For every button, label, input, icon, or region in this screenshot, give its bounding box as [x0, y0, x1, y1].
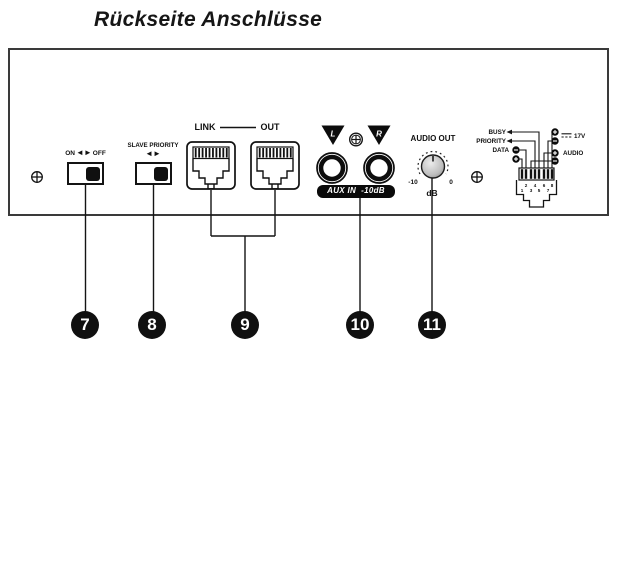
screw-center-icon [349, 132, 364, 147]
audio-plus-icon [550, 148, 560, 158]
svg-text:4: 4 [534, 183, 537, 188]
knob-tick-arc [417, 150, 449, 175]
svg-text:2: 2 [525, 183, 528, 188]
svg-text:8: 8 [551, 183, 554, 188]
power-on-label: ON [65, 149, 75, 157]
busy-arrow-icon [506, 129, 512, 135]
busy-pin-label: BUSY [488, 128, 507, 136]
callout-11: 11 [418, 311, 446, 339]
callout-10: 10 [346, 311, 374, 339]
power-switch-label: ON ◄► OFF [58, 149, 113, 157]
data-pin-label: DATA [492, 146, 509, 154]
svg-text:7: 7 [547, 188, 550, 193]
rca-left-jack [317, 153, 347, 183]
data-plus-icon [511, 154, 521, 164]
left-channel-triangle-icon [321, 125, 345, 145]
slave-priority-label: SLAVE PRIORITY [127, 141, 179, 149]
audio-minus-icon [550, 156, 560, 166]
left-channel-label: L [331, 130, 336, 139]
link-jack-label: LINK [194, 122, 216, 132]
screw-right-icon [471, 171, 483, 183]
callout-8: 8 [138, 311, 166, 339]
audio-out-knob [417, 150, 449, 179]
slave-priority-switch [135, 162, 172, 185]
pinout-diagram [506, 129, 572, 208]
right-channel-triangle-icon [367, 125, 391, 145]
v17-minus-icon [550, 136, 560, 146]
left-right-arrows-icon: ◄► [75, 148, 92, 157]
right-channel-label: R [376, 130, 382, 139]
callout-lines [84, 178, 433, 312]
power-off-label: OFF [92, 149, 106, 157]
audio-pin-label: AUDIO [563, 149, 584, 157]
audio-out-label: AUDIO OUT [410, 133, 456, 143]
priority-pin-label: PRIORITY [476, 137, 506, 145]
v17-pin-label: 17V [574, 132, 586, 140]
priority-arrow-icon [506, 138, 512, 144]
slave-priority-switch-knob [154, 166, 168, 181]
callout-9: 9 [231, 311, 259, 339]
rca-right-jack [364, 153, 394, 183]
callout-7: 7 [71, 311, 99, 339]
svg-text:3: 3 [530, 188, 533, 193]
power-switch [67, 162, 104, 185]
rj45-out-jack [250, 141, 300, 190]
left-right-arrows-icon: ◄► [145, 148, 161, 158]
svg-text:5: 5 [538, 188, 541, 193]
v17-plus-icon [550, 127, 560, 137]
screw-left-icon [31, 171, 43, 183]
aux-in-badge: AUX IN -10dB [317, 185, 395, 198]
power-switch-knob [86, 166, 100, 181]
page-title: Rückseite Anschlüsse [94, 8, 323, 31]
knob-unit-label: dB [426, 188, 438, 198]
knob-max-label: 0 [449, 179, 453, 186]
rj45-link-jack [186, 141, 236, 190]
out-jack-label: OUT [260, 122, 280, 132]
svg-text:1: 1 [521, 188, 524, 193]
svg-text:6: 6 [543, 183, 546, 188]
callout-line-9 [210, 190, 276, 312]
knob-min-label: -10 [408, 179, 418, 186]
pin-numbers: 2 4 6 8 1 3 5 7 [521, 183, 554, 193]
data-minus-icon [511, 145, 521, 155]
